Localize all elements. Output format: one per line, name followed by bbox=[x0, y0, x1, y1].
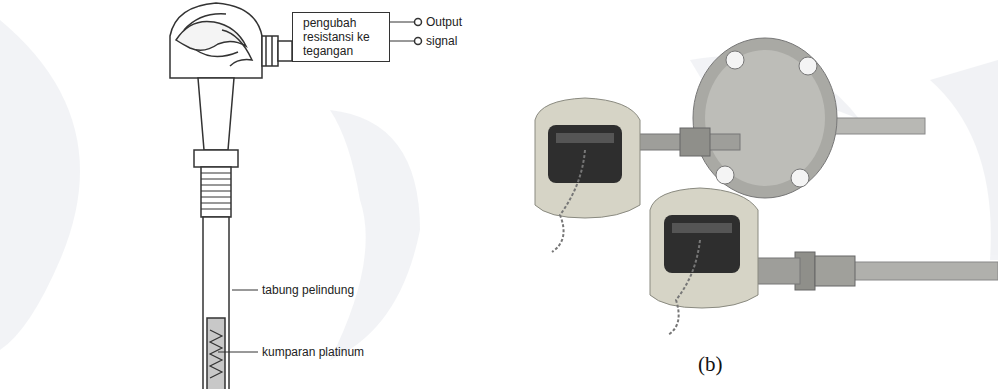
part-label: tabung pelindung bbox=[262, 283, 354, 297]
process-box: pengubah resistansi ke tegangan bbox=[292, 12, 390, 62]
part-label: signal bbox=[426, 34, 457, 48]
watermark bbox=[0, 20, 998, 360]
figure-label: (b) bbox=[698, 352, 723, 376]
part-label: Output bbox=[426, 15, 462, 29]
part-label: kumparan platinum bbox=[262, 345, 364, 359]
rtd-drawing bbox=[170, 3, 422, 389]
rtd-photo bbox=[535, 38, 998, 335]
box-text: pengubah resistansi ke tegangan bbox=[303, 16, 377, 58]
